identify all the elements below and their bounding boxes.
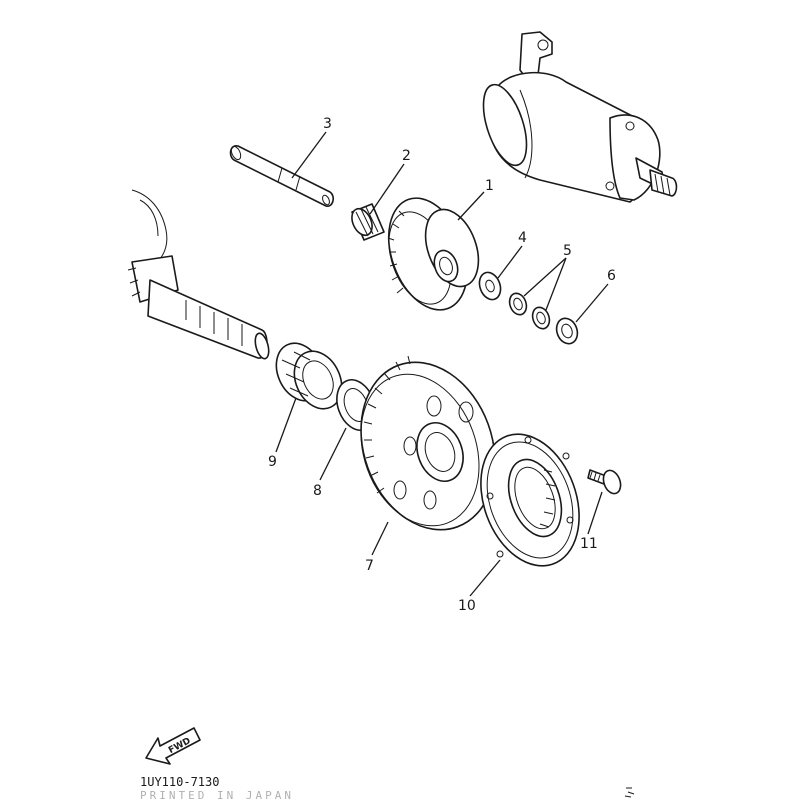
callout-3: 3 xyxy=(323,116,332,132)
callout-4: 4 xyxy=(518,230,527,246)
callout-8: 8 xyxy=(313,483,322,499)
callout-10: 10 xyxy=(458,598,476,614)
part-11-bolt xyxy=(587,469,622,495)
callout-1: 1 xyxy=(485,178,494,194)
corner-mark xyxy=(624,787,635,798)
starter-motor xyxy=(482,31,678,203)
callout-6: 6 xyxy=(607,268,616,284)
figure-code: 1UY110-7130 xyxy=(140,775,219,789)
footer-stamp: PRINTED IN JAPAN xyxy=(140,789,294,800)
callout-2: 2 xyxy=(402,148,411,164)
part-2-needle-bearing xyxy=(351,203,385,241)
crankshaft xyxy=(127,189,270,360)
callout-7: 7 xyxy=(365,558,374,574)
part-10-starter-clutch xyxy=(480,433,580,567)
part-1-idler-gear xyxy=(387,197,480,311)
part-6-washer xyxy=(555,317,579,345)
fwd-arrow-icon: FWD xyxy=(145,727,201,765)
part-4-washer xyxy=(478,271,502,301)
part-3-shaft xyxy=(229,145,335,207)
callout-9: 9 xyxy=(268,454,277,470)
callout-11: 11 xyxy=(580,536,598,552)
leader-lines xyxy=(275,131,609,597)
part-9-bearing xyxy=(275,342,343,410)
part-5-circlips xyxy=(508,292,551,330)
callout-5: 5 xyxy=(563,243,572,259)
part-7-starter-wheel-gear xyxy=(360,355,496,531)
